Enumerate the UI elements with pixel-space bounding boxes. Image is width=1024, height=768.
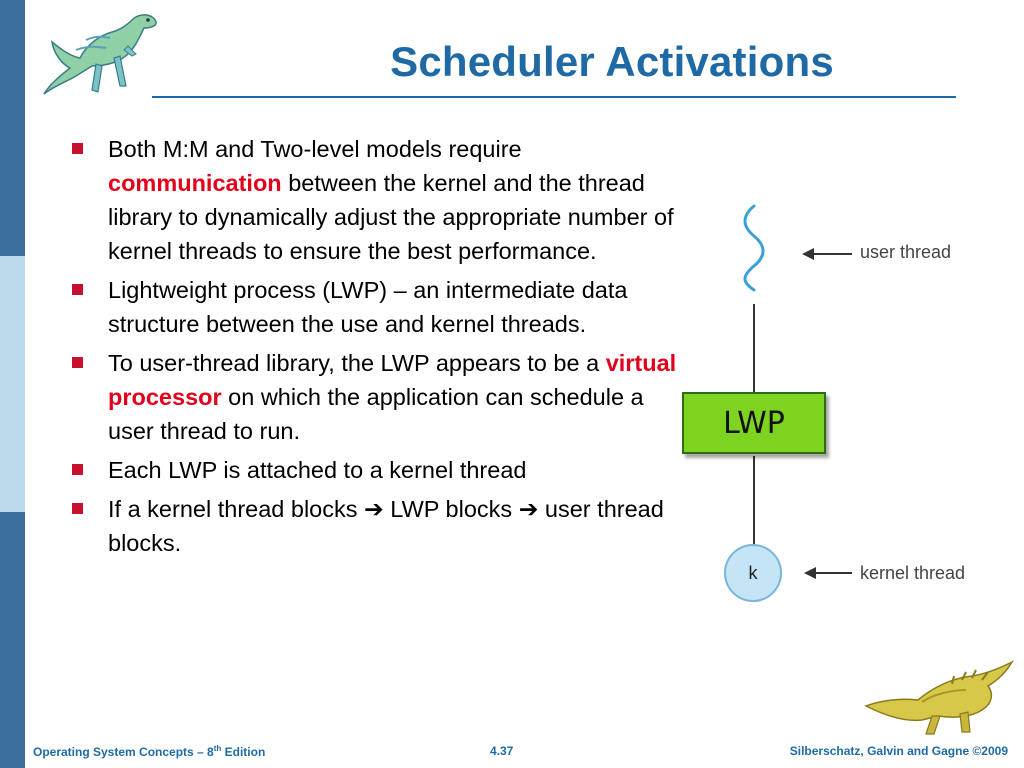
footer-edition-superscript: th: [213, 744, 222, 753]
bullet-text: Both M:M and Two-level models require: [108, 136, 522, 162]
bullet-text: LWP blocks: [383, 496, 519, 522]
dinosaur-logo-top-icon: [43, 14, 157, 95]
user-thread-arrow-icon: [802, 248, 852, 260]
bullet-text: between the kernel and the thread librar…: [108, 170, 674, 264]
user-thread-squiggle-icon: [743, 204, 765, 292]
dinosaur-logo-bottom-icon: [864, 660, 1014, 735]
kernel-thread-arrow-icon: [804, 567, 852, 579]
diagram-lines: [743, 204, 852, 579]
footer-page-number: 4.37: [490, 744, 514, 758]
kernel-thread-circle: k: [724, 544, 782, 602]
kernel-thread-label: kernel thread: [860, 563, 966, 583]
bullet-text: If a kernel thread blocks: [108, 496, 365, 522]
footer-book-title-text: Operating System Concepts – 8: [33, 745, 214, 759]
bullet-item: To user-thread library, the LWP appears …: [70, 346, 685, 448]
bullet-emphasis-text: virtual processor: [108, 350, 677, 410]
footer-book-title: Operating System Concepts – 8th Edition: [33, 744, 265, 759]
lwp-box: LWP: [682, 392, 826, 454]
bullet-text: To user-thread library, the LWP appears …: [108, 350, 606, 376]
slide-footer: Operating System Concepts – 8th Edition …: [0, 744, 1024, 768]
square-bullet-icon: [72, 284, 83, 295]
bullet-item: Lightweight process (LWP) – an intermedi…: [70, 273, 685, 341]
stripe-block-middle: [0, 256, 25, 512]
slide-title: Scheduler Activations: [390, 38, 834, 85]
bullet-text: ➔: [364, 496, 384, 522]
bullet-item: Both M:M and Two-level models require co…: [70, 132, 685, 268]
bullet-emphasis-text: communication: [108, 170, 282, 196]
stripe-block-bottom: [0, 512, 25, 768]
bullet-list: Both M:M and Two-level models require co…: [70, 132, 685, 565]
square-bullet-icon: [72, 143, 83, 154]
square-bullet-icon: [72, 357, 83, 368]
bullet-item: Each LWP is attached to a kernel thread: [70, 453, 685, 487]
square-bullet-icon: [72, 503, 83, 514]
bullet-text: ➔: [518, 496, 539, 522]
bullet-text: user thread blocks.: [108, 496, 664, 556]
lwp-diagram: user thread LWP k kernel thread: [680, 196, 990, 616]
footer-edition-word: Edition: [221, 745, 266, 759]
stripe-block-top: [0, 0, 25, 256]
title-underline: [152, 96, 956, 98]
user-thread-label: user thread: [860, 242, 952, 262]
bullet-item: If a kernel thread blocks ➔ LWP blocks ➔…: [70, 492, 685, 560]
square-bullet-icon: [72, 464, 83, 475]
bullet-text: Lightweight process (LWP) – an intermedi…: [108, 277, 628, 337]
footer-copyright: Silberschatz, Galvin and Gagne ©2009: [789, 744, 1008, 758]
bullet-text: Each LWP is attached to a kernel thread: [108, 457, 527, 483]
bullet-text: on which the application can schedule a …: [108, 384, 644, 444]
left-stripe: [0, 0, 25, 768]
